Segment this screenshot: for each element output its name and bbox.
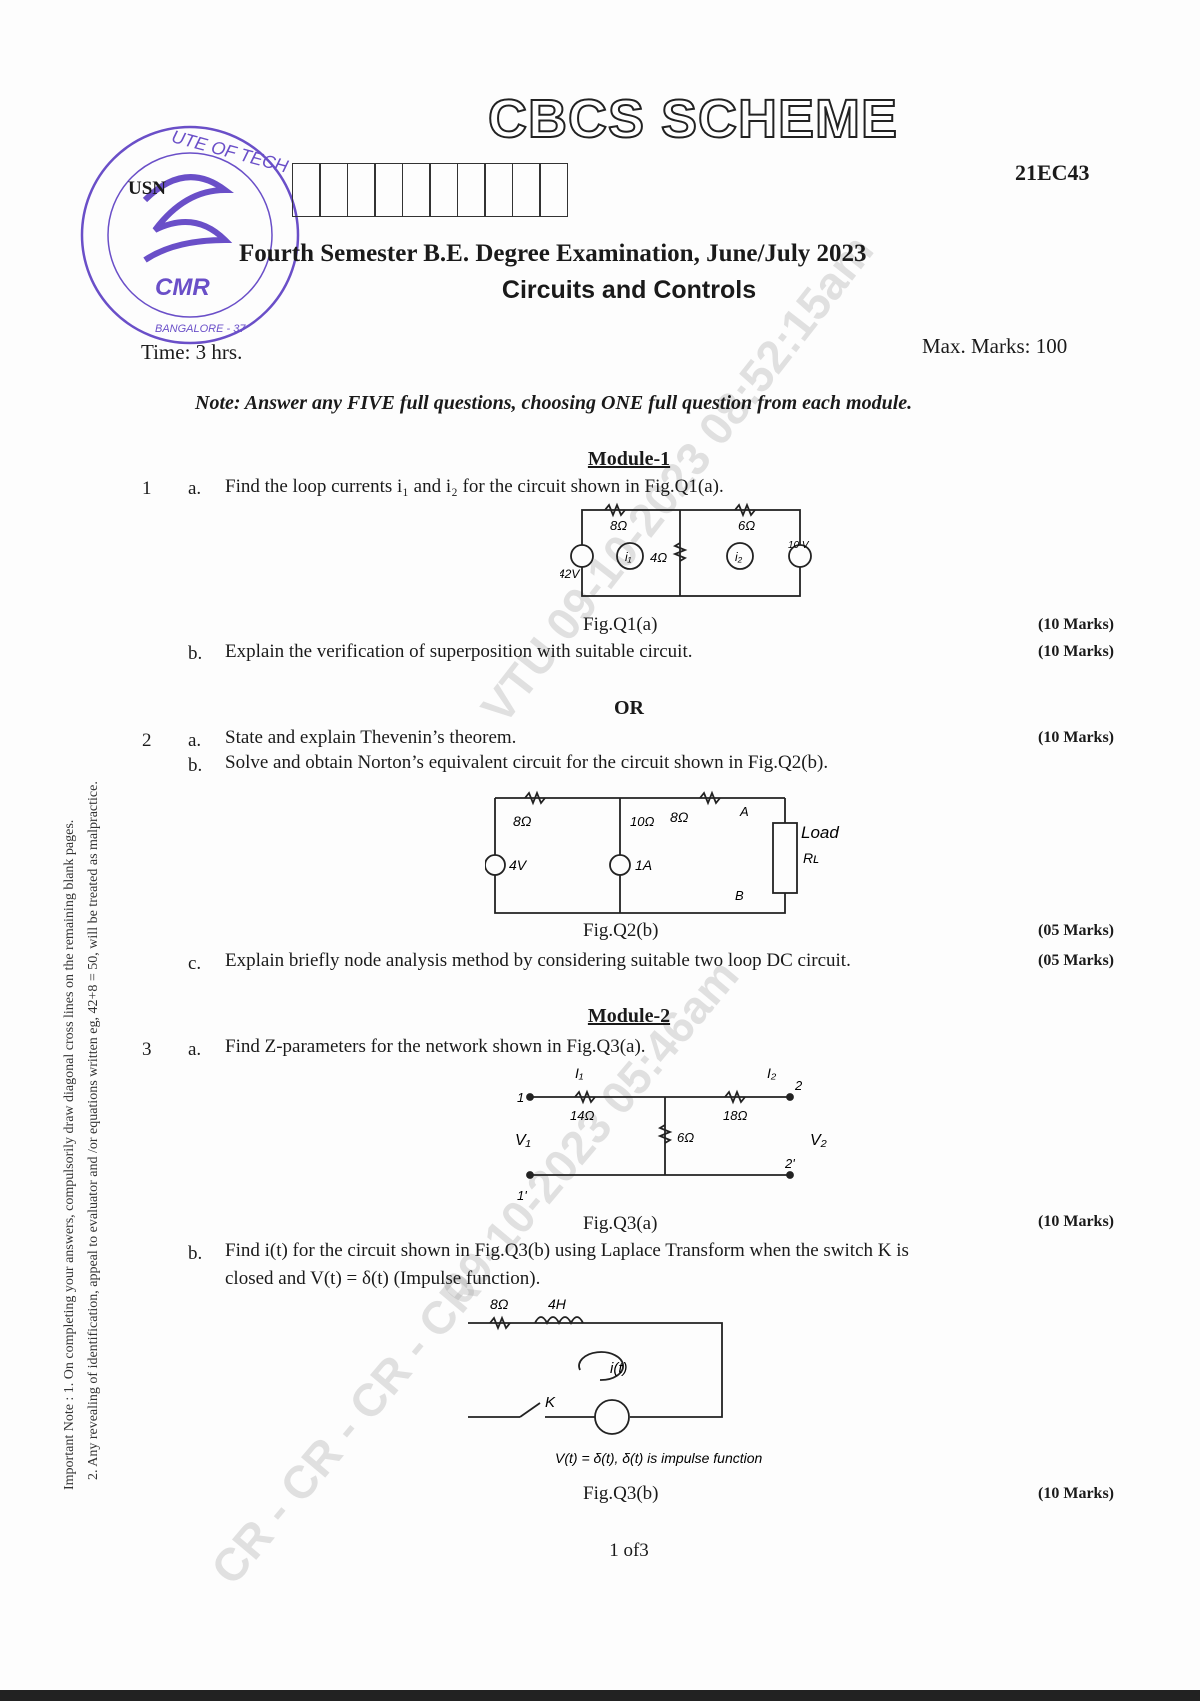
question-part: b.: [188, 755, 203, 776]
usn-box: [539, 163, 568, 217]
label-node-2: 2: [794, 1078, 803, 1093]
question-number: 2: [142, 730, 152, 751]
module-1-title: Module-1: [587, 448, 671, 470]
figure-q3b-circuit: 8Ω 4H i(t) K V(t) = δ(t), δ(t) is impuls…: [468, 1296, 763, 1466]
label-v2: 10 V: [788, 540, 810, 551]
side-note-line2: 2. Any revealing of identification, appe…: [86, 781, 101, 1480]
side-note-line1: Important Note : 1. On completing your a…: [62, 819, 77, 1490]
figure-q2b-caption: Fig.Q2(b): [583, 920, 659, 941]
marks-2c: (05 Marks): [1038, 952, 1114, 969]
figure-q3a-circuit: I₁ I₂ 14Ω 18Ω 6Ω V₁ V₂ 1 1' 2 2': [515, 1065, 827, 1203]
label-i1: i₁: [625, 550, 632, 564]
label-node-1: 1: [517, 1090, 524, 1105]
marks-3b: (10 Marks): [1038, 1485, 1114, 1502]
label-r1: 8Ω: [610, 518, 627, 533]
label-l: 4H: [548, 1296, 567, 1312]
question-part: a.: [188, 478, 202, 499]
label-current: i(t): [610, 1360, 628, 1377]
figure-q3a-caption: Fig.Q3(a): [583, 1213, 658, 1234]
label-node-2p: 2': [784, 1156, 795, 1171]
label-source-note: V(t) = δ(t), δ(t) is impulse function: [555, 1450, 763, 1466]
label-r2: 4Ω: [650, 550, 667, 565]
question-3b-text-line1: Find i(t) for the circuit shown in Fig.Q…: [225, 1240, 909, 1261]
question-3b-text-line2: closed and V(t) = δ(t) (Impulse function…: [225, 1268, 541, 1289]
label-node-a: A: [739, 804, 749, 819]
label-r2: 10Ω: [630, 814, 654, 829]
marks-1b: (10 Marks): [1038, 643, 1114, 660]
subject-code: 21EC43: [1015, 160, 1090, 185]
usn-boxes: [291, 163, 568, 217]
figure-q1a-circuit: 8Ω 4Ω 6Ω 42V 10 V i₁ i₂: [560, 502, 812, 597]
exam-note: Note: Answer any FIVE full questions, ch…: [195, 392, 913, 414]
usn-box: [456, 163, 486, 217]
label-v2: V₂: [810, 1132, 827, 1149]
question-part: a.: [188, 1039, 202, 1060]
label-rl: Rʟ: [803, 850, 819, 866]
question-part: a.: [188, 730, 202, 751]
marks-2a: (10 Marks): [1038, 729, 1114, 746]
question-number: 3: [142, 1039, 152, 1060]
scheme-title: CBCS SCHEME: [487, 88, 899, 150]
label-r3: 8Ω: [670, 809, 689, 825]
scan-edge: [0, 1690, 1200, 1701]
exam-title: Fourth Semester B.E. Degree Examination,…: [239, 240, 867, 267]
question-part: c.: [188, 953, 202, 974]
institute-stamp: CMR UTE OF TECH BANGALORE - 37: [80, 125, 300, 345]
label-i2: I₂: [767, 1065, 777, 1081]
figure-q1a-caption: Fig.Q1(a): [583, 614, 658, 635]
label-switch: K: [545, 1394, 556, 1411]
question-part: b.: [188, 643, 203, 664]
module-2-title: Module-2: [587, 1005, 671, 1027]
question-1a-text: Find the loop currents i₁ and i₂ for the…: [225, 476, 724, 497]
label-r1: 14Ω: [570, 1108, 594, 1123]
usn-box: [484, 163, 513, 217]
question-2a-text: State and explain Thevenin’s theorem.: [225, 727, 517, 748]
figure-q2b-circuit: 8Ω 10Ω 8Ω 4V 1A A B Load Rʟ: [485, 790, 839, 914]
svg-text:CMR: CMR: [155, 274, 210, 301]
marks-3a: (10 Marks): [1038, 1213, 1114, 1230]
usn-box: [401, 163, 431, 217]
label-v1: 42V: [560, 567, 580, 581]
label-node-1p: 1': [517, 1188, 527, 1203]
label-i1: I₁: [575, 1065, 584, 1081]
label-node-b: B: [735, 888, 744, 903]
marks-1a: (10 Marks): [1038, 616, 1114, 633]
question-part: b.: [188, 1243, 203, 1264]
usn-label: USN: [128, 178, 167, 199]
usn-box: [511, 163, 541, 217]
label-v1: V₁: [515, 1132, 531, 1149]
figure-q3b-caption: Fig.Q3(b): [583, 1483, 659, 1504]
usn-box: [429, 163, 458, 217]
usn-box: [346, 163, 376, 217]
label-load: Load: [801, 823, 839, 842]
usn-box: [291, 163, 321, 217]
question-2b-text: Solve and obtain Norton’s equivalent cir…: [225, 752, 829, 773]
label-i2: i₂: [735, 550, 743, 564]
label-r3: 6Ω: [677, 1130, 694, 1145]
exam-time: Time: 3 hrs.: [141, 340, 243, 364]
usn-box: [319, 163, 348, 217]
subject-title: Circuits and Controls: [501, 276, 757, 304]
label-r: 8Ω: [490, 1296, 509, 1312]
or-separator: OR: [614, 697, 644, 719]
question-2c-text: Explain briefly node analysis method by …: [225, 950, 851, 971]
usn-box: [374, 163, 403, 217]
question-1b-text: Explain the verification of superpositio…: [225, 641, 693, 662]
page-number: 1 of3: [609, 1540, 649, 1561]
max-marks: Max. Marks: 100: [922, 334, 1068, 358]
label-v: 4V: [509, 857, 528, 873]
question-number: 1: [142, 478, 152, 499]
marks-2b: (05 Marks): [1038, 922, 1114, 939]
svg-text:BANGALORE - 37: BANGALORE - 37: [155, 323, 246, 335]
label-r2: 18Ω: [723, 1108, 747, 1123]
label-r3: 6Ω: [738, 518, 755, 533]
label-i: 1A: [635, 857, 652, 873]
label-r1: 8Ω: [513, 813, 532, 829]
question-3a-text: Find Z-parameters for the network shown …: [225, 1036, 646, 1057]
